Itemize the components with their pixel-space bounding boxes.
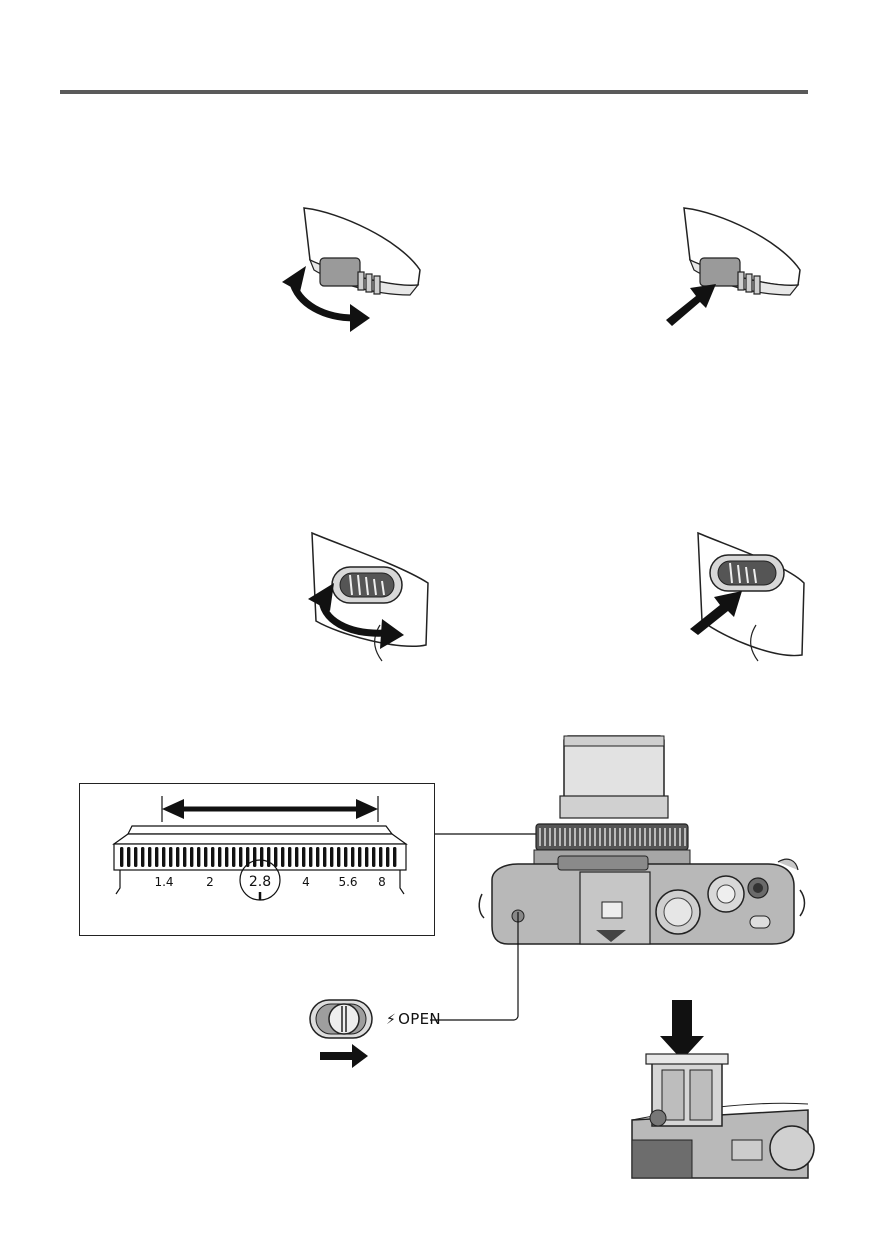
ring-tooth	[337, 847, 340, 867]
header-rule	[60, 90, 808, 94]
ring-tooth	[323, 847, 326, 867]
ring-tooth	[379, 847, 382, 867]
ring-tooth	[330, 847, 333, 867]
ring-tooth	[358, 847, 361, 867]
aperture-mark-8: 8	[378, 875, 386, 889]
front-dial-rotate-illustration	[300, 525, 440, 665]
ring-tooth	[162, 847, 165, 867]
ring-tooth	[386, 847, 389, 867]
ring-tooth	[267, 847, 270, 867]
ring-tooth	[274, 847, 277, 867]
ring-tooth	[239, 847, 242, 867]
aperture-ring-illustration: 1.4 2 2.8 4 5.6 8	[80, 784, 436, 937]
ring-tooth	[351, 847, 354, 867]
aperture-ring-detail: 1.4 2 2.8 4 5.6 8	[79, 783, 435, 936]
ring-tooth	[169, 847, 172, 867]
ring-tooth	[190, 847, 193, 867]
ring-tooth	[295, 847, 298, 867]
ring-tooth	[260, 847, 263, 867]
ring-tooth	[372, 847, 375, 867]
ring-tooth	[141, 847, 144, 867]
ring-tooth	[211, 847, 214, 867]
flash-open-label: ⚡OPEN	[386, 1010, 441, 1028]
flash-push-down-illustration	[632, 1000, 808, 1178]
flash-open-switch[interactable]	[308, 998, 378, 1068]
ring-tooth	[176, 847, 179, 867]
aperture-mark-1-4: 1.4	[154, 875, 173, 889]
ring-tooth	[365, 847, 368, 867]
ring-tooth	[218, 847, 221, 867]
ring-tooth	[134, 847, 137, 867]
ring-tooth	[127, 847, 130, 867]
flash-open-text: OPEN	[398, 1010, 441, 1028]
ring-tooth	[120, 847, 123, 867]
ring-tooth	[155, 847, 158, 867]
ring-tooth	[281, 847, 284, 867]
aperture-mark-2: 2	[206, 875, 214, 889]
front-dial-press-illustration	[686, 525, 826, 665]
ring-tooth	[197, 847, 200, 867]
ring-tooth	[288, 847, 291, 867]
ring-tooth	[225, 847, 228, 867]
rear-dial-press-illustration	[660, 200, 830, 340]
rear-dial-rotate-illustration	[270, 200, 440, 340]
ring-tooth	[309, 847, 312, 867]
ring-tooth	[183, 847, 186, 867]
ring-tooth	[316, 847, 319, 867]
aperture-mark-2-8: 2.8	[249, 874, 271, 890]
ring-tooth	[232, 847, 235, 867]
ring-tooth	[253, 847, 256, 867]
ring-tooth	[393, 847, 396, 867]
ring-tooth	[148, 847, 151, 867]
ring-tooth	[344, 847, 347, 867]
aperture-mark-5-6: 5.6	[338, 875, 357, 889]
flash-callout-line	[430, 912, 530, 1022]
flash-icon: ⚡	[386, 1012, 396, 1028]
aperture-mark-4: 4	[302, 875, 310, 889]
ring-tooth	[302, 847, 305, 867]
ring-tooth	[204, 847, 207, 867]
